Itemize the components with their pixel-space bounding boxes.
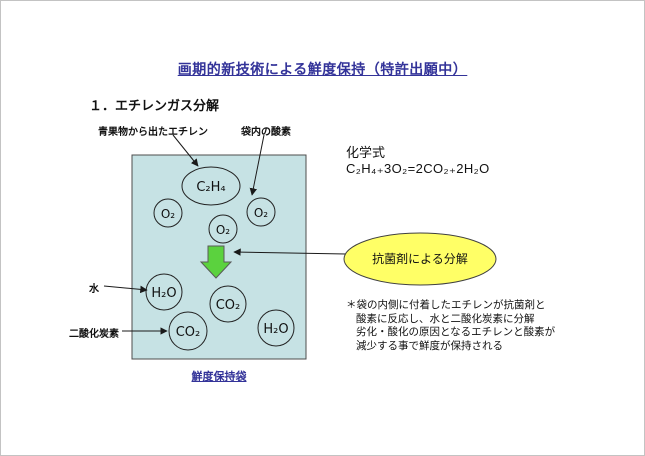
decomposition-down-arrow-icon <box>199 245 233 279</box>
antibacterial-callout-shape <box>343 232 497 286</box>
molecule-o2-right-shape <box>246 197 276 227</box>
label-ethylene-source: 青果物から出たエチレン <box>98 127 208 138</box>
note-line-3: 劣化・酸化の原因となるエチレンと酸素が <box>356 326 556 338</box>
molecule-c2h4-label: C₂H₄ <box>196 180 225 195</box>
molecule-o2-mid-label: O₂ <box>216 223 230 237</box>
molecule-co2-mid-shape <box>209 285 247 323</box>
molecule-o2-mid-shape <box>208 214 238 244</box>
chemical-formula-equation: C₂H₄₊3O₂=2CO₂₊2H₂O <box>346 161 490 176</box>
section-heading: １．エチレンガス分解 <box>89 98 220 113</box>
label-water: 水 <box>89 284 99 295</box>
arrow-oxygen-to-o2 <box>249 134 265 196</box>
chemical-formula-heading: 化学式 <box>346 145 386 160</box>
molecule-o2-left-shape <box>153 198 183 228</box>
molecule-c2h4-shape <box>181 166 241 206</box>
note-line-2: 酸素に反応し、水と二酸化炭素に分解 <box>356 312 535 325</box>
molecule-o2-left-label: O₂ <box>161 207 175 221</box>
molecule-h2o-right-shape <box>257 309 295 347</box>
arrow-water-to-h2o <box>103 285 148 294</box>
molecule-h2o-right-label: H₂O <box>263 322 288 337</box>
molecule-co2-low-label: CO₂ <box>176 325 201 340</box>
molecule-co2-mid-label: CO₂ <box>216 298 241 313</box>
bag-caption-link: 鮮度保持袋 <box>191 371 247 383</box>
molecule-h2o-top-label: H₂O <box>151 286 176 301</box>
arrow-ethylene-to-c2h4 <box>172 134 199 167</box>
molecule-co2-low-shape <box>168 311 208 351</box>
explanation-note: ＊袋の内側に付着したエチレンが抗菌剤と 酸素に反応し、水と二酸化炭素に分解 劣化… <box>346 299 631 353</box>
note-line-4: 減少する事で鮮度が保持される <box>356 339 503 352</box>
molecule-o2-right-label: O₂ <box>254 206 268 220</box>
arrow-callout-to-green-arrow <box>233 248 347 256</box>
note-line-1: ＊袋の内側に付着したエチレンが抗菌剤と <box>346 299 546 311</box>
page-title: 画期的新技術による鮮度保持（特許出願中） <box>177 61 468 77</box>
label-bag-oxygen: 袋内の酸素 <box>241 127 291 138</box>
antibacterial-callout-label: 抗菌剤による分解 <box>372 251 468 266</box>
label-carbon-dioxide: 二酸化炭素 <box>69 329 119 340</box>
